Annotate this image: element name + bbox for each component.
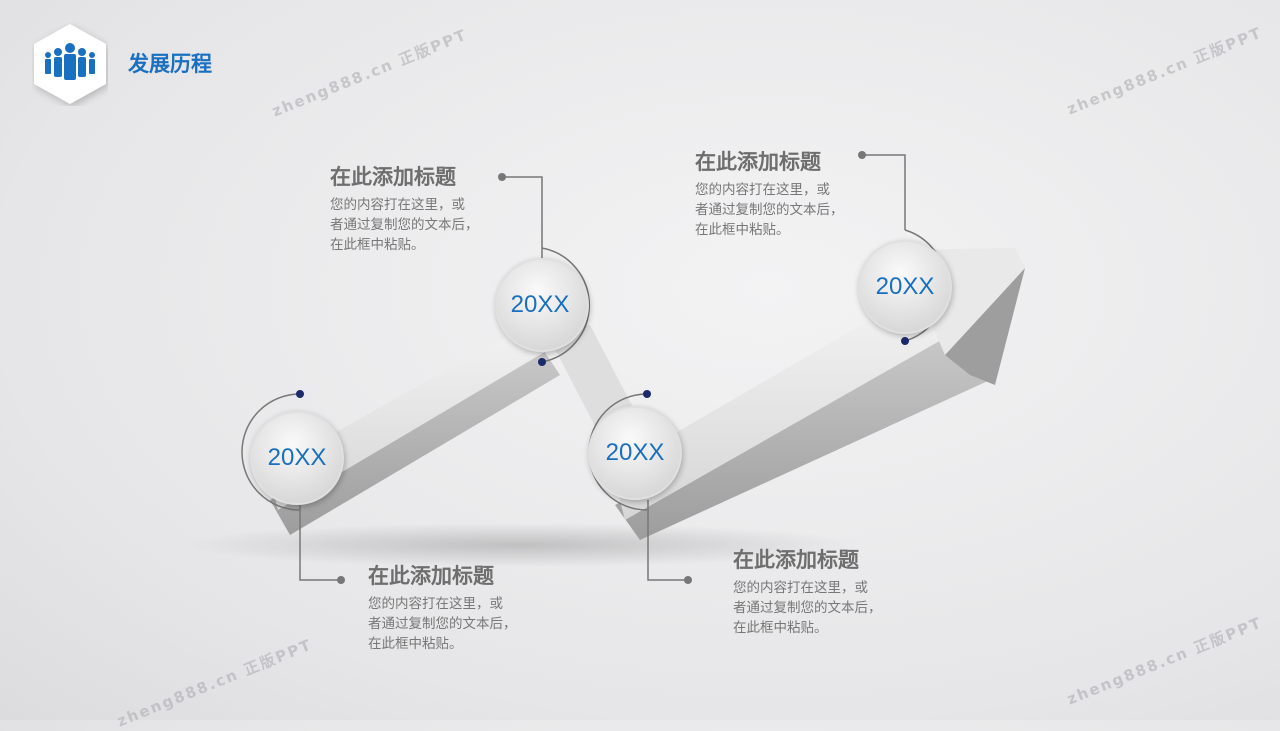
milestone-body: 者通过复制您的文本后， bbox=[733, 600, 882, 616]
arrow-segment-2-side bbox=[615, 330, 990, 540]
milestone-body: 您的内容打在这里，或 bbox=[733, 580, 868, 596]
arrow-head-side bbox=[945, 268, 1025, 385]
milestone-body: 在此框中粘贴。 bbox=[368, 636, 463, 652]
milestone-title: 在此添加标题 bbox=[695, 150, 821, 174]
milestone-body: 您的内容打在这里，或 bbox=[368, 596, 503, 612]
year-label: 20XX bbox=[267, 444, 327, 471]
year-label: 20XX bbox=[605, 439, 665, 466]
year-label: 20XX bbox=[510, 291, 570, 318]
page-title: 发展历程 bbox=[128, 52, 212, 76]
milestone-body: 您的内容打在这里，或 bbox=[330, 197, 465, 213]
connector-dots bbox=[337, 151, 866, 584]
milestone-title: 在此添加标题 bbox=[330, 165, 456, 189]
arrow-segment-2 bbox=[612, 285, 950, 520]
milestone-text-2: 在此添加标题 您的内容打在这里，或 者通过复制您的文本后， 在此框中粘贴。 bbox=[695, 146, 844, 240]
milestone-body: 者通过复制您的文本后， bbox=[330, 217, 479, 233]
milestone-title: 在此添加标题 bbox=[733, 548, 859, 572]
year-circle-2 bbox=[495, 258, 589, 352]
team-icon bbox=[34, 24, 106, 104]
milestone-body: 在此框中粘贴。 bbox=[733, 620, 828, 636]
year-circle-1 bbox=[250, 411, 344, 505]
floor-shadow bbox=[180, 523, 860, 567]
milestone-body: 在此框中粘贴。 bbox=[695, 222, 790, 238]
arrow-segment-1-side bbox=[270, 345, 560, 535]
milestone-body: 者通过复制您的文本后， bbox=[368, 616, 517, 632]
header-badge bbox=[32, 22, 108, 106]
milestone-body: 在此框中粘贴。 bbox=[330, 237, 425, 253]
year-label: 20XX bbox=[875, 273, 935, 300]
milestone-title: 在此添加标题 bbox=[368, 564, 494, 588]
milestone-body: 您的内容打在这里，或 bbox=[695, 182, 830, 198]
year-circle-4 bbox=[858, 240, 952, 334]
year-circle-3 bbox=[588, 406, 682, 500]
milestone-text-4: 在此添加标题 您的内容打在这里，或 者通过复制您的文本后， 在此框中粘贴。 bbox=[733, 544, 882, 638]
milestone-text-1: 在此添加标题 您的内容打在这里，或 者通过复制您的文本后， 在此框中粘贴。 bbox=[330, 161, 479, 255]
milestone-body: 者通过复制您的文本后， bbox=[695, 202, 844, 218]
milestone-text-3: 在此添加标题 您的内容打在这里，或 者通过复制您的文本后， 在此框中粘贴。 bbox=[368, 560, 517, 654]
accent-dots bbox=[296, 337, 909, 398]
connector-lines bbox=[241, 154, 947, 581]
